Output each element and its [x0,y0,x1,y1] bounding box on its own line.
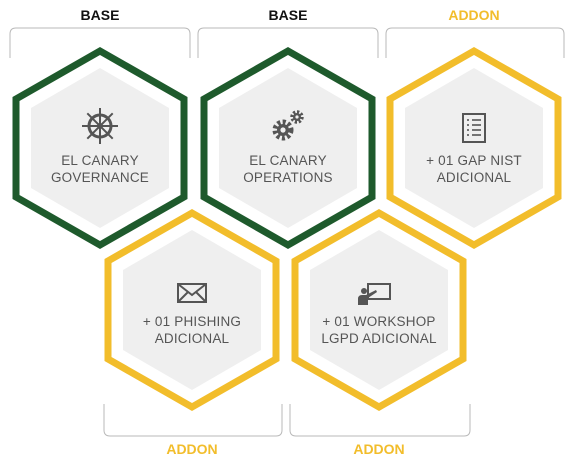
header-base-1: BASE [81,7,120,23]
bracket-top-2 [197,27,379,58]
hex-phishing-inner [123,230,261,390]
hex-gap-nist-inner [405,68,543,228]
checklist-icon [462,113,486,143]
presentation-icon [358,283,391,305]
hex-operations-inner [219,68,357,228]
hex-operations-line2: OPERATIONS [243,170,333,185]
hex-operations-line1: EL CANARY [249,153,327,168]
hex-governance: EL CANARY GOVERNANCE [12,46,188,250]
envelope-icon [177,283,207,303]
hex-workshop-inner [310,230,448,390]
header-base-2: BASE [269,7,308,23]
hex-gap-nist: + 01 GAP NIST ADICIONAL [386,46,562,250]
hex-gap-nist-line1: + 01 GAP NIST [426,153,522,168]
header-addon-top: ADDON [448,7,499,23]
bracket-top-1 [9,27,191,58]
hex-governance-line1: EL CANARY [61,153,139,168]
hex-governance-line2: GOVERNANCE [51,170,149,185]
header-addon-bottom-2: ADDON [353,441,404,457]
hex-governance-inner [31,68,169,228]
hex-workshop-line2: LGPD ADICIONAL [321,331,437,346]
bracket-top-3 [385,27,565,58]
header-addon-bottom-1: ADDON [166,441,217,457]
hex-operations: EL CANARY OPERATIONS [200,46,376,250]
bracket-bottom-1 [103,404,283,437]
bracket-bottom-2 [289,404,471,437]
hex-workshop: + 01 WORKSHOP LGPD ADICIONAL [291,208,467,412]
hex-phishing-line1: + 01 PHISHING [143,314,241,329]
hex-gap-nist-line2: ADICIONAL [437,170,512,185]
gears-icon [272,110,304,141]
hex-workshop-line1: + 01 WORKSHOP [322,314,435,329]
ship-wheel-icon [82,108,118,144]
hex-phishing: + 01 PHISHING ADICIONAL [104,208,280,412]
hex-phishing-line2: ADICIONAL [155,331,230,346]
